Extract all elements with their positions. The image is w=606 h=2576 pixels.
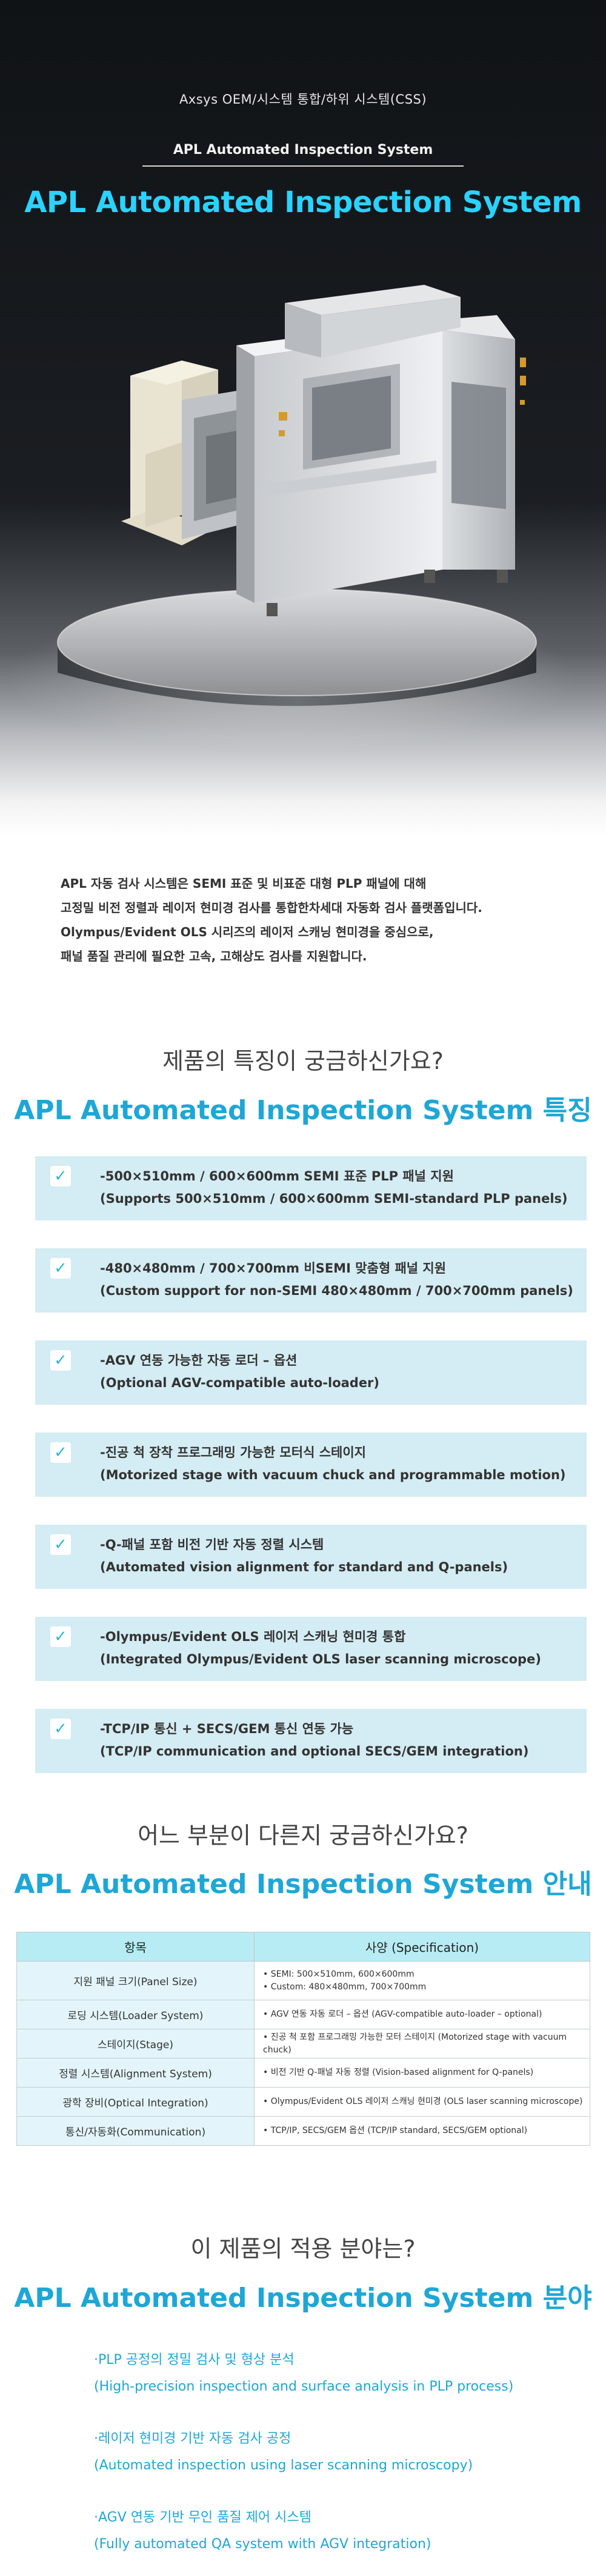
spec-value: • SEMI: 500×510mm, 600×600mm • Custom: 4… — [254, 1961, 590, 2000]
feature-item: ✓ -480×480mm / 700×700mm 비SEMI 맞춤형 패널 지원… — [35, 1248, 587, 1313]
feature-en: (TCP/IP communication and optional SECS/… — [100, 1744, 529, 1759]
spec-value: • 비전 기반 Q-패널 자동 정렬 (Vision-based alignme… — [254, 2058, 590, 2088]
feature-item: ✓ -TCP/IP 통신 + SECS/GEM 통신 연동 가능 (TCP/IP… — [35, 1709, 587, 1773]
hero-subtitle: APL Automated Inspection System — [173, 142, 433, 158]
feature-ko: -Q-패널 포함 비전 기반 자동 정렬 시스템 — [100, 1537, 324, 1552]
application-en: (High-precision inspection and surface a… — [94, 2379, 514, 2394]
check-icon: ✓ — [50, 1258, 71, 1279]
application-en: (Fully automated QA system with AGV inte… — [94, 2537, 431, 2552]
hero-title: APL Automated Inspection System — [24, 185, 582, 219]
intro-text: APL 자동 검사 시스템은 SEMI 표준 및 비표준 대형 PLP 패널에 … — [61, 871, 558, 968]
intro-line: 고정밀 비전 정렬과 레이저 현미경 검사를 통합한차세대 자동화 검사 플랫폼… — [61, 900, 482, 915]
feature-item: ✓ -진공 척 장착 프로그래밍 가능한 모터식 스테이지 (Motorized… — [35, 1433, 587, 1497]
features-question: 제품의 특징이 궁금하신가요? — [162, 1048, 444, 1074]
spec-value: • AGV 연동 자동 로더 – 옵션 (AGV-compatible auto… — [254, 2000, 590, 2029]
application-ko: ·AGV 연동 기반 무인 품질 제어 시스템 — [94, 2510, 311, 2525]
check-icon: ✓ — [50, 1626, 71, 1647]
feature-ko: -Olympus/Evident OLS 레이저 스캐닝 현미경 통합 — [100, 1629, 406, 1644]
application-item: ·레이저 현미경 기반 자동 검사 공정 (Automated inspecti… — [94, 2430, 554, 2475]
feature-en: (Optional AGV-compatible auto-loader) — [100, 1376, 380, 1390]
hero-divider — [142, 165, 464, 167]
spec-value: • TCP/IP, SECS/GEM 옵션 (TCP/IP standard, … — [254, 2116, 590, 2146]
spec-value-line: • SEMI: 500×510mm, 600×600mm — [263, 1969, 415, 1979]
hero-section: Axsys OEM/시스템 통합/하위 시스템(CSS) APL Automat… — [0, 0, 606, 836]
application-item: ·PLP 공정의 정밀 검사 및 형상 분석 (High-precision i… — [94, 2351, 554, 2396]
check-icon: ✓ — [50, 1534, 71, 1555]
spec-table: 항목 사양 (Specification) 지원 패널 크기(Panel Siz… — [16, 1932, 590, 2146]
spec-value-line: • Custom: 480×480mm, 700×700mm — [263, 1982, 427, 1992]
spec-item: 로딩 시스템(Loader System) — [16, 2000, 255, 2029]
feature-list: ✓ -500×510mm / 600×600mm SEMI 표준 PLP 패널 … — [35, 1156, 587, 1801]
table-row: 통신/자동화(Communication) • TCP/IP, SECS/GEM… — [16, 2116, 590, 2146]
breadcrumb: Axsys OEM/시스템 통합/하위 시스템(CSS) — [179, 92, 427, 107]
features-title: APL Automated Inspection System 특징 — [14, 1095, 592, 1126]
application-ko: ·PLP 공정의 정밀 검사 및 형상 분석 — [94, 2352, 295, 2368]
intro-line: Olympus/Evident OLS 시리즈의 레이저 스캐닝 현미경을 중심… — [61, 925, 434, 939]
feature-en: (Automated vision alignment for standard… — [100, 1560, 508, 1574]
application-item: ·AGV 연동 기반 무인 품질 제어 시스템 (Fully automated… — [94, 2509, 554, 2554]
feature-item: ✓ -500×510mm / 600×600mm SEMI 표준 PLP 패널 … — [35, 1156, 587, 1220]
intro-line: APL 자동 검사 시스템은 SEMI 표준 및 비표준 대형 PLP 패널에 … — [61, 876, 427, 891]
spec-item: 통신/자동화(Communication) — [16, 2116, 255, 2146]
product-image — [6, 285, 576, 751]
spec-item: 정렬 시스템(Alignment System) — [16, 2058, 255, 2088]
spec-question: 어느 부분이 다른지 궁금하신가요? — [138, 1822, 468, 1849]
spec-item: 광학 장비(Optical Integration) — [16, 2087, 255, 2117]
table-header-row: 항목 사양 (Specification) — [16, 1932, 590, 1962]
feature-en: (Custom support for non-SEMI 480×480mm /… — [100, 1283, 573, 1298]
spec-value-line: • Olympus/Evident OLS 레이저 스캐닝 현미경 (OLS l… — [263, 2097, 583, 2106]
apps-title: APL Automated Inspection System 분야 — [14, 2283, 592, 2314]
check-icon: ✓ — [50, 1719, 71, 1739]
table-row: 정렬 시스템(Alignment System) • 비전 기반 Q-패널 자동… — [16, 2058, 590, 2088]
feature-item: ✓ -Q-패널 포함 비전 기반 자동 정렬 시스템 (Automated vi… — [35, 1525, 587, 1589]
check-icon: ✓ — [50, 1350, 71, 1371]
spec-value-line: • 진공 척 포함 프로그래밍 가능한 모터 스테이지 (Motorized s… — [263, 2032, 567, 2055]
spec-title: APL Automated Inspection System 안내 — [14, 1869, 592, 1900]
spec-value: • 진공 척 포함 프로그래밍 가능한 모터 스테이지 (Motorized s… — [254, 2029, 590, 2058]
feature-item: ✓ -Olympus/Evident OLS 레이저 스캐닝 현미경 통합 (I… — [35, 1617, 587, 1681]
feature-ko: -500×510mm / 600×600mm SEMI 표준 PLP 패널 지원 — [100, 1169, 454, 1183]
feature-ko: -AGV 연동 가능한 자동 로더 – 옵션 — [100, 1353, 298, 1368]
spec-value-line: • AGV 연동 자동 로더 – 옵션 (AGV-compatible auto… — [263, 2009, 542, 2019]
application-en: (Automated inspection using laser scanni… — [94, 2458, 473, 2473]
check-icon: ✓ — [50, 1166, 71, 1186]
apps-question: 이 제품의 적용 분야는? — [190, 2235, 416, 2262]
spec-value: • Olympus/Evident OLS 레이저 스캐닝 현미경 (OLS l… — [254, 2087, 590, 2117]
spec-item: 스테이지(Stage) — [16, 2029, 255, 2058]
table-row: 스테이지(Stage) • 진공 척 포함 프로그래밍 가능한 모터 스테이지 … — [16, 2029, 590, 2058]
spec-value-line: • TCP/IP, SECS/GEM 옵션 (TCP/IP standard, … — [263, 2126, 528, 2135]
application-list: ·PLP 공정의 정밀 검사 및 형상 분석 (High-precision i… — [94, 2351, 554, 2576]
feature-en: (Integrated Olympus/Evident OLS laser sc… — [100, 1652, 541, 1666]
feature-ko: -480×480mm / 700×700mm 비SEMI 맞춤형 패널 지원 — [100, 1261, 447, 1276]
table-row: 지원 패널 크기(Panel Size) • SEMI: 500×510mm, … — [16, 1961, 590, 2000]
intro-line: 패널 품질 관리에 필요한 고속, 고해상도 검사를 지원합니다. — [61, 949, 367, 964]
feature-en: (Supports 500×510mm / 600×600mm SEMI-sta… — [100, 1191, 568, 1206]
column-header: 항목 — [16, 1932, 255, 1962]
table-row: 광학 장비(Optical Integration) • Olympus/Evi… — [16, 2087, 590, 2117]
application-ko: ·레이저 현미경 기반 자동 검사 공정 — [94, 2431, 291, 2446]
feature-ko: -TCP/IP 통신 + SECS/GEM 통신 연동 가능 — [100, 1722, 354, 1736]
spec-value-line: • 비전 기반 Q-패널 자동 정렬 (Vision-based alignme… — [263, 2068, 534, 2077]
feature-ko: -진공 척 장착 프로그래밍 가능한 모터식 스테이지 — [100, 1445, 366, 1460]
column-header: 사양 (Specification) — [254, 1932, 590, 1962]
feature-en: (Motorized stage with vacuum chuck and p… — [100, 1468, 566, 1482]
spec-item: 지원 패널 크기(Panel Size) — [16, 1961, 255, 2000]
feature-item: ✓ -AGV 연동 가능한 자동 로더 – 옵션 (Optional AGV-c… — [35, 1340, 587, 1405]
check-icon: ✓ — [50, 1442, 71, 1463]
table-row: 로딩 시스템(Loader System) • AGV 연동 자동 로더 – 옵… — [16, 2000, 590, 2029]
